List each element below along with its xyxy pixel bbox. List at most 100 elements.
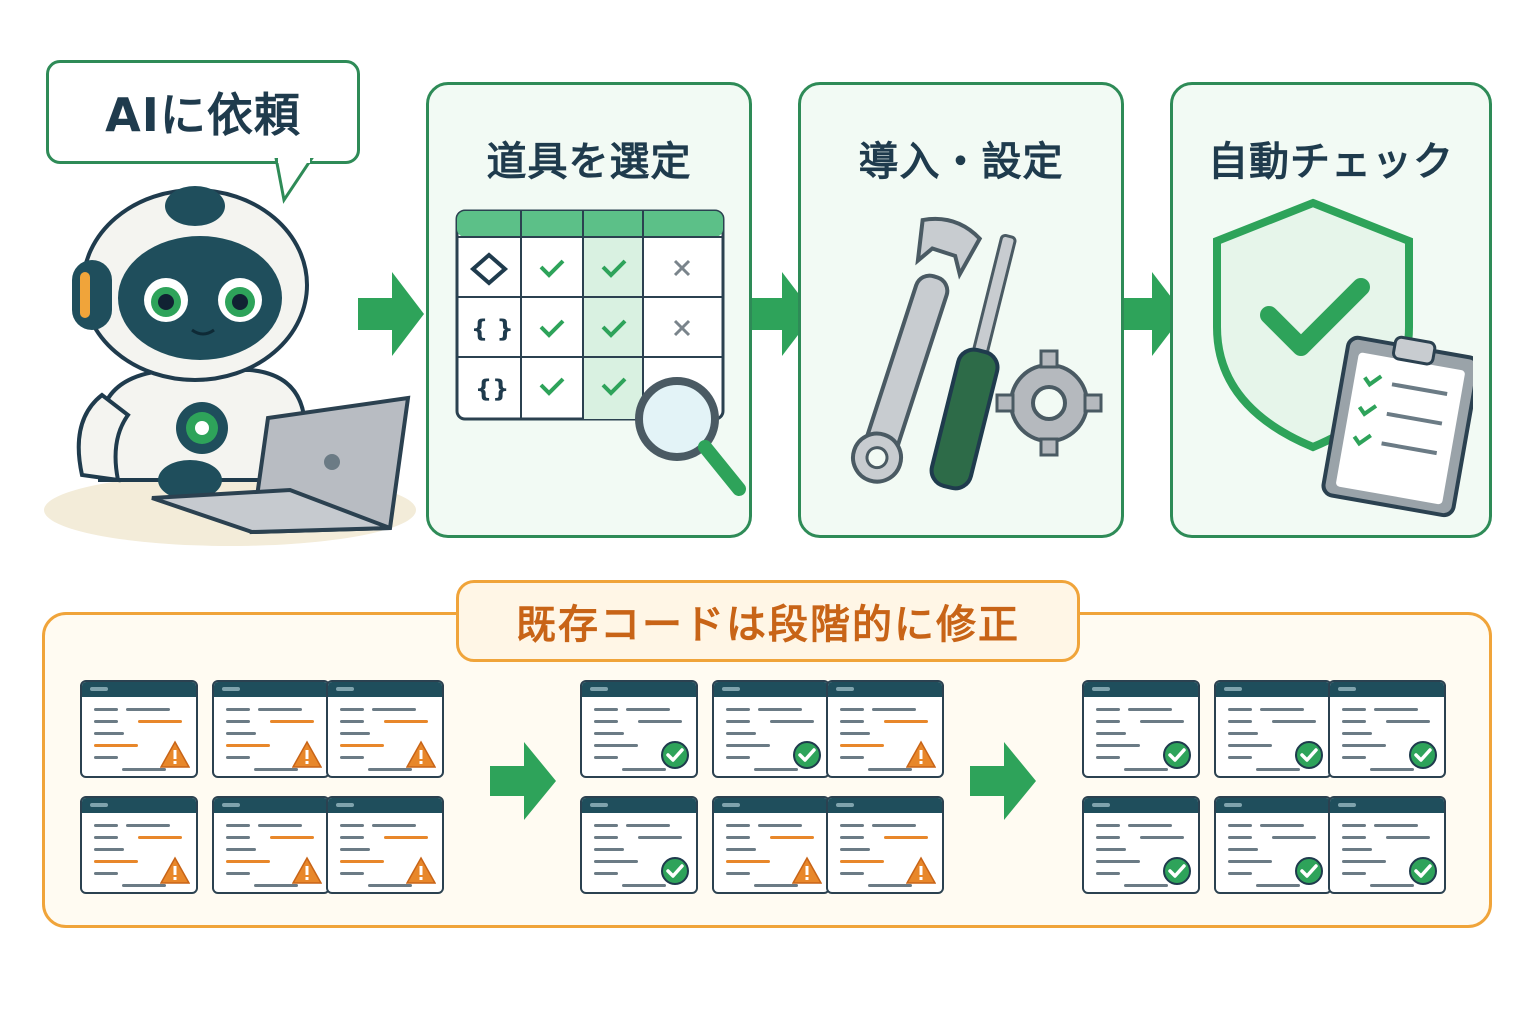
step-title: 道具を選定 (486, 139, 692, 185)
code-window-warning (326, 680, 444, 778)
code-line (270, 836, 314, 839)
code-line (622, 884, 666, 887)
code-line (1386, 836, 1430, 839)
code-line (340, 872, 364, 875)
arrow-right-icon (1118, 272, 1184, 356)
code-line (226, 708, 250, 711)
check-circle-icon (1163, 857, 1191, 885)
warning-icon (160, 856, 190, 884)
window-titlebar (328, 682, 442, 697)
code-line (840, 848, 870, 851)
check-circle-icon (661, 857, 689, 885)
code-line (1228, 848, 1258, 851)
code-line (1370, 768, 1414, 771)
code-line (126, 708, 170, 711)
check-circle-icon (1409, 741, 1437, 769)
code-line (368, 768, 412, 771)
code-line (1342, 756, 1366, 759)
code-line (726, 824, 750, 827)
code-line (840, 720, 864, 723)
code-line (1256, 884, 1300, 887)
window-titlebar (828, 682, 942, 697)
code-line (94, 756, 118, 759)
code-line (594, 860, 638, 863)
code-line (872, 824, 916, 827)
code-line (1096, 756, 1120, 759)
window-titlebar (214, 682, 328, 697)
code-line (1124, 768, 1168, 771)
code-line (1228, 708, 1252, 711)
code-window-warning (826, 680, 944, 778)
code-line (226, 720, 250, 723)
code-line (94, 860, 138, 863)
code-line (384, 720, 428, 723)
code-line (340, 848, 370, 851)
window-titlebar (1216, 682, 1330, 697)
warning-icon (906, 856, 936, 884)
warning-icon (160, 740, 190, 768)
window-titlebar (82, 682, 196, 697)
warning-icon (406, 740, 436, 768)
code-line (726, 732, 756, 735)
code-line (884, 720, 928, 723)
check-circle-icon (1409, 857, 1437, 885)
code-window-fixed (1214, 680, 1332, 778)
code-line (226, 744, 270, 747)
code-line (626, 824, 670, 827)
code-window-warning (212, 680, 330, 778)
code-line (868, 768, 912, 771)
robot-laptop-icon (44, 186, 416, 546)
code-line (726, 720, 750, 723)
code-line (94, 824, 118, 827)
warning-icon (792, 856, 822, 884)
code-line (1128, 708, 1172, 711)
code-line (1128, 824, 1172, 827)
step-card-install-config: 導入・設定 (798, 82, 1124, 538)
code-line (1342, 744, 1386, 747)
code-line (122, 884, 166, 887)
code-line (1096, 860, 1140, 863)
code-line (94, 744, 138, 747)
check-circle-icon (1295, 741, 1323, 769)
braces-icon: { } (471, 315, 514, 343)
code-line (1228, 732, 1258, 735)
code-line (770, 836, 814, 839)
code-window-fixed (1082, 796, 1200, 894)
code-line (754, 884, 798, 887)
code-line (258, 708, 302, 711)
ai-request-text: AIに依頼 (105, 88, 301, 142)
code-line (758, 824, 802, 827)
code-line (122, 768, 166, 771)
code-line (840, 872, 864, 875)
code-line (340, 708, 364, 711)
code-line (94, 836, 118, 839)
window-titlebar (1330, 682, 1444, 697)
code-line (1228, 836, 1252, 839)
code-line (1228, 860, 1272, 863)
window-titlebar (582, 798, 696, 813)
code-line (254, 768, 298, 771)
code-line (594, 756, 618, 759)
code-line (726, 756, 750, 759)
code-line (226, 848, 256, 851)
code-line (368, 884, 412, 887)
code-line (1342, 848, 1372, 851)
code-line (872, 708, 916, 711)
code-window-fixed (1328, 796, 1446, 894)
code-line (754, 768, 798, 771)
check-circle-icon (1295, 857, 1323, 885)
code-window-warning (212, 796, 330, 894)
code-line (726, 872, 750, 875)
window-titlebar (214, 798, 328, 813)
code-window-fixed (580, 796, 698, 894)
code-line (840, 824, 864, 827)
window-titlebar (1084, 798, 1198, 813)
warning-icon (292, 856, 322, 884)
check-circle-icon (1163, 741, 1191, 769)
code-line (1374, 824, 1418, 827)
code-line (1272, 836, 1316, 839)
code-line (1342, 860, 1386, 863)
code-line (340, 744, 384, 747)
code-window-fixed (712, 680, 830, 778)
code-line (1140, 720, 1184, 723)
